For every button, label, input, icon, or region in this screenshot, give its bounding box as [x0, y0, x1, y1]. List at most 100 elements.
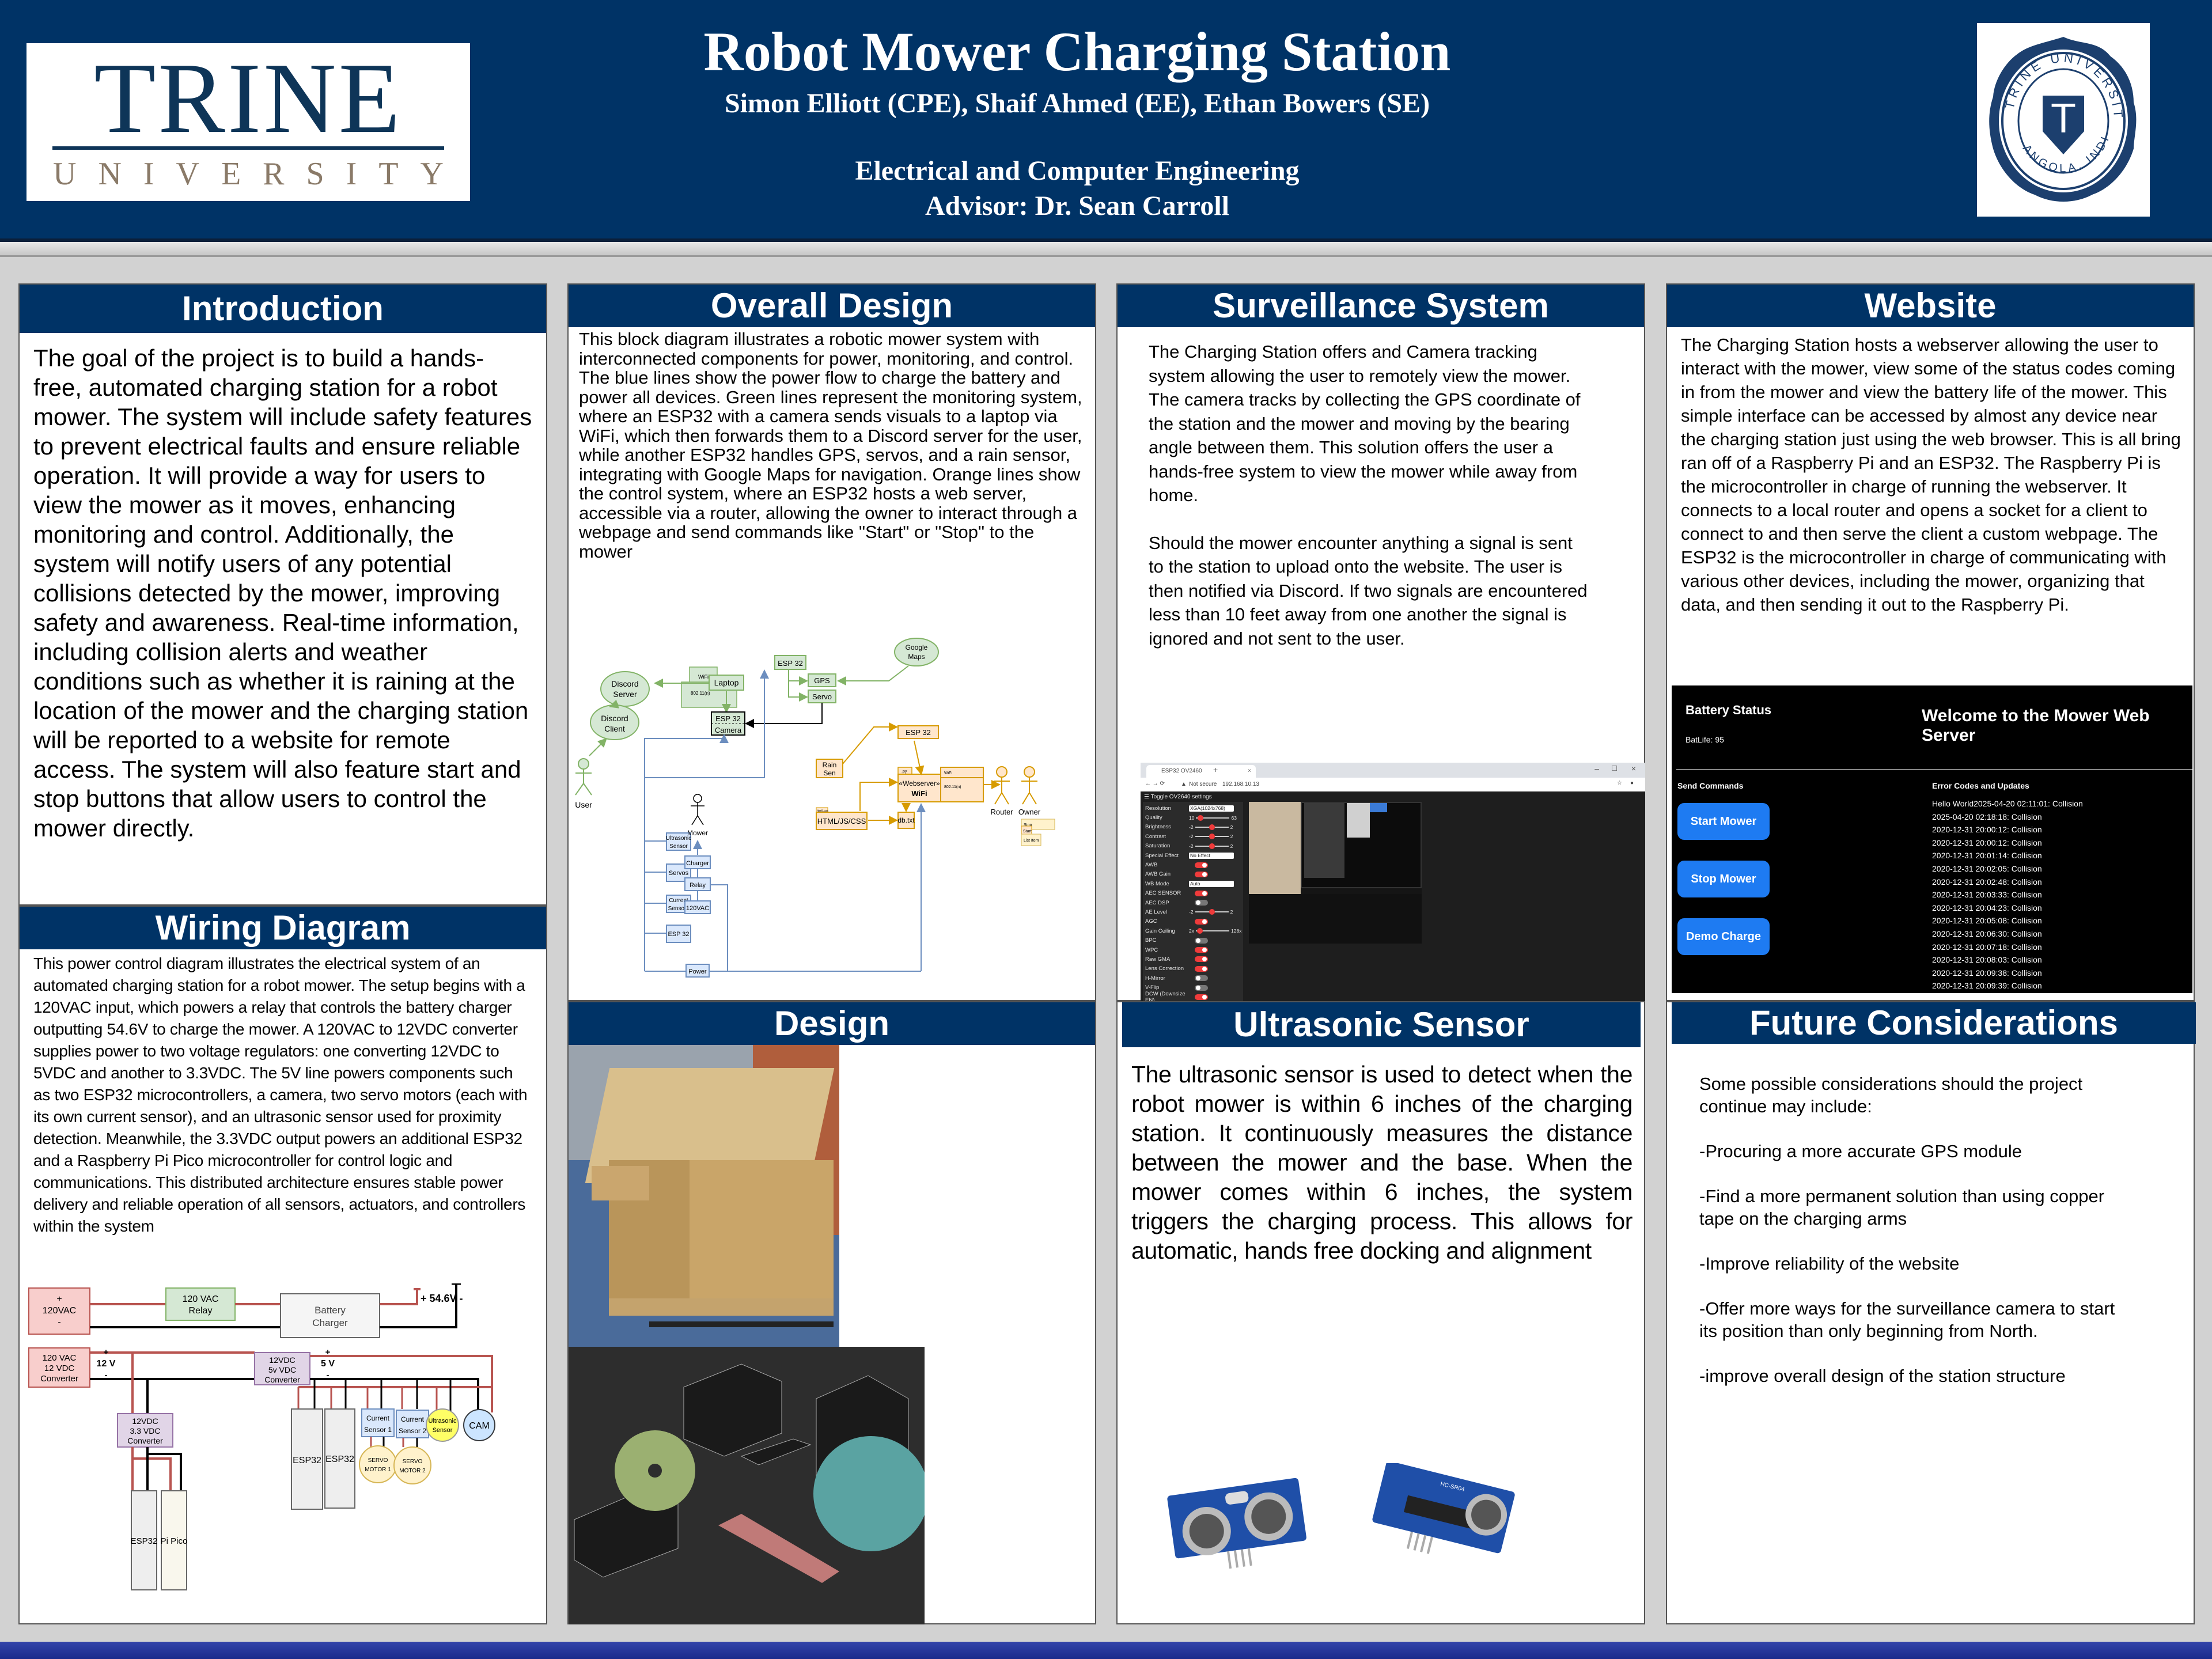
slider-knob[interactable]: [1197, 928, 1203, 934]
svg-text:Pi Pico: Pi Pico: [161, 1536, 188, 1546]
surveillance-body-1: The Charging Station offers and Camera t…: [1149, 342, 1581, 505]
ac-block-od: 120VAC: [684, 900, 711, 914]
pi-pico-block: Pi Pico: [161, 1490, 188, 1590]
future-panel: Future Considerations Some possible cons…: [1666, 1001, 2196, 1624]
svg-text:MOTOR 2: MOTOR 2: [399, 1468, 426, 1474]
overall-design-heading: Overall Design: [569, 285, 1095, 327]
minimize-icon[interactable]: –: [1594, 764, 1599, 773]
new-tab-icon[interactable]: +: [1213, 765, 1218, 774]
svg-text:Relay: Relay: [690, 882, 706, 889]
ultrasonic-sensor-photos: HC-SR04: [1167, 1463, 1515, 1569]
svg-text:Camera: Camera: [715, 726, 742, 734]
slider-knob[interactable]: [1209, 843, 1215, 849]
setting-select[interactable]: No Effect: [1189, 852, 1234, 859]
setting-toggle[interactable]: [1195, 994, 1208, 1000]
svg-text:Ultrasonic: Ultrasonic: [666, 835, 691, 842]
svg-text:Servo: Servo: [812, 692, 832, 701]
setting-toggle[interactable]: [1195, 900, 1208, 906]
camera-setting-row: WPC: [1143, 945, 1243, 955]
log-entry: 2020-12-31 20:03:33: Collision: [1932, 890, 2042, 900]
svg-text:Sen: Sen: [823, 769, 835, 777]
power-block: Power: [685, 964, 710, 978]
gps-block: GPS: [808, 673, 836, 687]
slider-knob[interactable]: [1209, 909, 1215, 915]
svg-text:120 VAC: 120 VAC: [183, 1294, 219, 1304]
ac-dc-converter-block: 120 VAC 12 VDC Converter: [28, 1347, 90, 1388]
setting-select[interactable]: Auto: [1189, 880, 1234, 887]
setting-label: AWB Gain: [1145, 871, 1171, 878]
svg-text:Rain: Rain: [823, 761, 837, 769]
introduction-heading: Introduction: [20, 285, 546, 333]
svg-text:Sensors: Sensors: [668, 906, 690, 912]
demo-charge-button[interactable]: Demo Charge: [1677, 918, 1770, 955]
website-panel: Website The Charging Station hosts a web…: [1666, 283, 2195, 1001]
discord-client-cloud: Discord Client: [590, 704, 639, 740]
svg-text:-: -: [105, 1370, 108, 1380]
stop-mower-button[interactable]: Stop Mower: [1677, 861, 1770, 897]
setting-toggle[interactable]: [1195, 918, 1208, 925]
slider-knob[interactable]: [1209, 834, 1215, 840]
current-sensor-2-block: Current Sensor 2: [396, 1410, 429, 1438]
slider-knob[interactable]: [1197, 815, 1203, 821]
slider-knob[interactable]: [1209, 824, 1215, 830]
title-block: Robot Mower Charging Station Simon Ellio…: [518, 17, 1636, 224]
svg-text:WiFi: WiFi: [698, 674, 709, 680]
website-body: The Charging Station hosts a webserver a…: [1681, 335, 2181, 615]
camera-web-ui: ESP32 OV2460 × + – ☐ × ← → ⟳ ▲ Not secur…: [1141, 763, 1645, 1001]
browser-url-bar[interactable]: ← → ⟳ ▲ Not secure 192.168.10.13 ☆ ●: [1141, 778, 1645, 791]
setting-select[interactable]: XGA(1024x768): [1189, 805, 1234, 812]
setting-toggle[interactable]: [1195, 984, 1208, 991]
svg-text:SERVO: SERVO: [403, 1459, 423, 1465]
setting-toggle[interactable]: [1195, 947, 1208, 953]
ultrasonic-panel: Ultrasonic Sensor The ultrasonic sensor …: [1116, 1001, 1645, 1624]
window-close-icon[interactable]: ×: [1631, 764, 1636, 773]
browser-tab[interactable]: ESP32 OV2460 ×: [1146, 765, 1256, 778]
setting-toggle[interactable]: [1195, 890, 1208, 896]
camera-setting-row: Lens Correction: [1143, 964, 1243, 974]
svg-text:ESP 32: ESP 32: [778, 659, 803, 668]
ultrasonic-sensor-node: Ultrasonic Sensor: [426, 1408, 459, 1442]
settings-toggle[interactable]: ☰ Toggle OV2640 settings: [1144, 794, 1212, 800]
overall-design-panel: Overall Design This block diagram illust…: [567, 283, 1096, 1001]
camera-setting-row: DCW (Downsize EN): [1143, 991, 1243, 1001]
wiring-panel: Wiring Diagram This power control diagra…: [18, 906, 547, 1624]
setting-label: WPC: [1145, 946, 1158, 953]
log-entry: 2020-12-31 20:05:08: Collision: [1932, 916, 2042, 926]
esp32-block-a: ESP32: [291, 1408, 323, 1510]
setting-toggle[interactable]: [1195, 975, 1208, 982]
setting-toggle[interactable]: [1195, 862, 1208, 868]
green-gear-icon: [615, 1430, 695, 1511]
setting-label: Brightness: [1145, 824, 1171, 831]
setting-toggle[interactable]: [1195, 871, 1208, 877]
maximize-icon[interactable]: ☐: [1611, 764, 1618, 772]
setting-toggle[interactable]: [1195, 965, 1208, 972]
charger-output-label: + 54.6V -: [421, 1293, 463, 1304]
log-entry: 2020-12-31 20:00:12: Collision: [1932, 825, 2042, 835]
rain-sensor-block: Rain Sen: [816, 759, 843, 778]
svg-text:Power: Power: [688, 968, 707, 975]
log-entry: Hello World2025-04-20 02:11:01: Collisio…: [1932, 799, 2083, 808]
google-maps-cloud: Google Maps: [894, 638, 939, 666]
servo-block: Servo: [808, 690, 836, 703]
svg-text:Server: Server: [613, 690, 637, 699]
camera-setting-row: AWB: [1143, 860, 1243, 869]
setting-toggle[interactable]: [1195, 956, 1208, 963]
setting-toggle[interactable]: [1195, 937, 1208, 944]
ultrasonic-heading: Ultrasonic Sensor: [1122, 1002, 1641, 1047]
poster-title: Robot Mower Charging Station: [703, 21, 1451, 82]
start-mower-button[interactable]: Start Mower: [1677, 803, 1770, 840]
web-divider: [1676, 769, 2192, 770]
setting-label: Gain Ceiling: [1145, 927, 1175, 934]
surveillance-heading: Surveillance System: [1118, 285, 1644, 327]
svg-text:SERVO: SERVO: [368, 1457, 388, 1464]
